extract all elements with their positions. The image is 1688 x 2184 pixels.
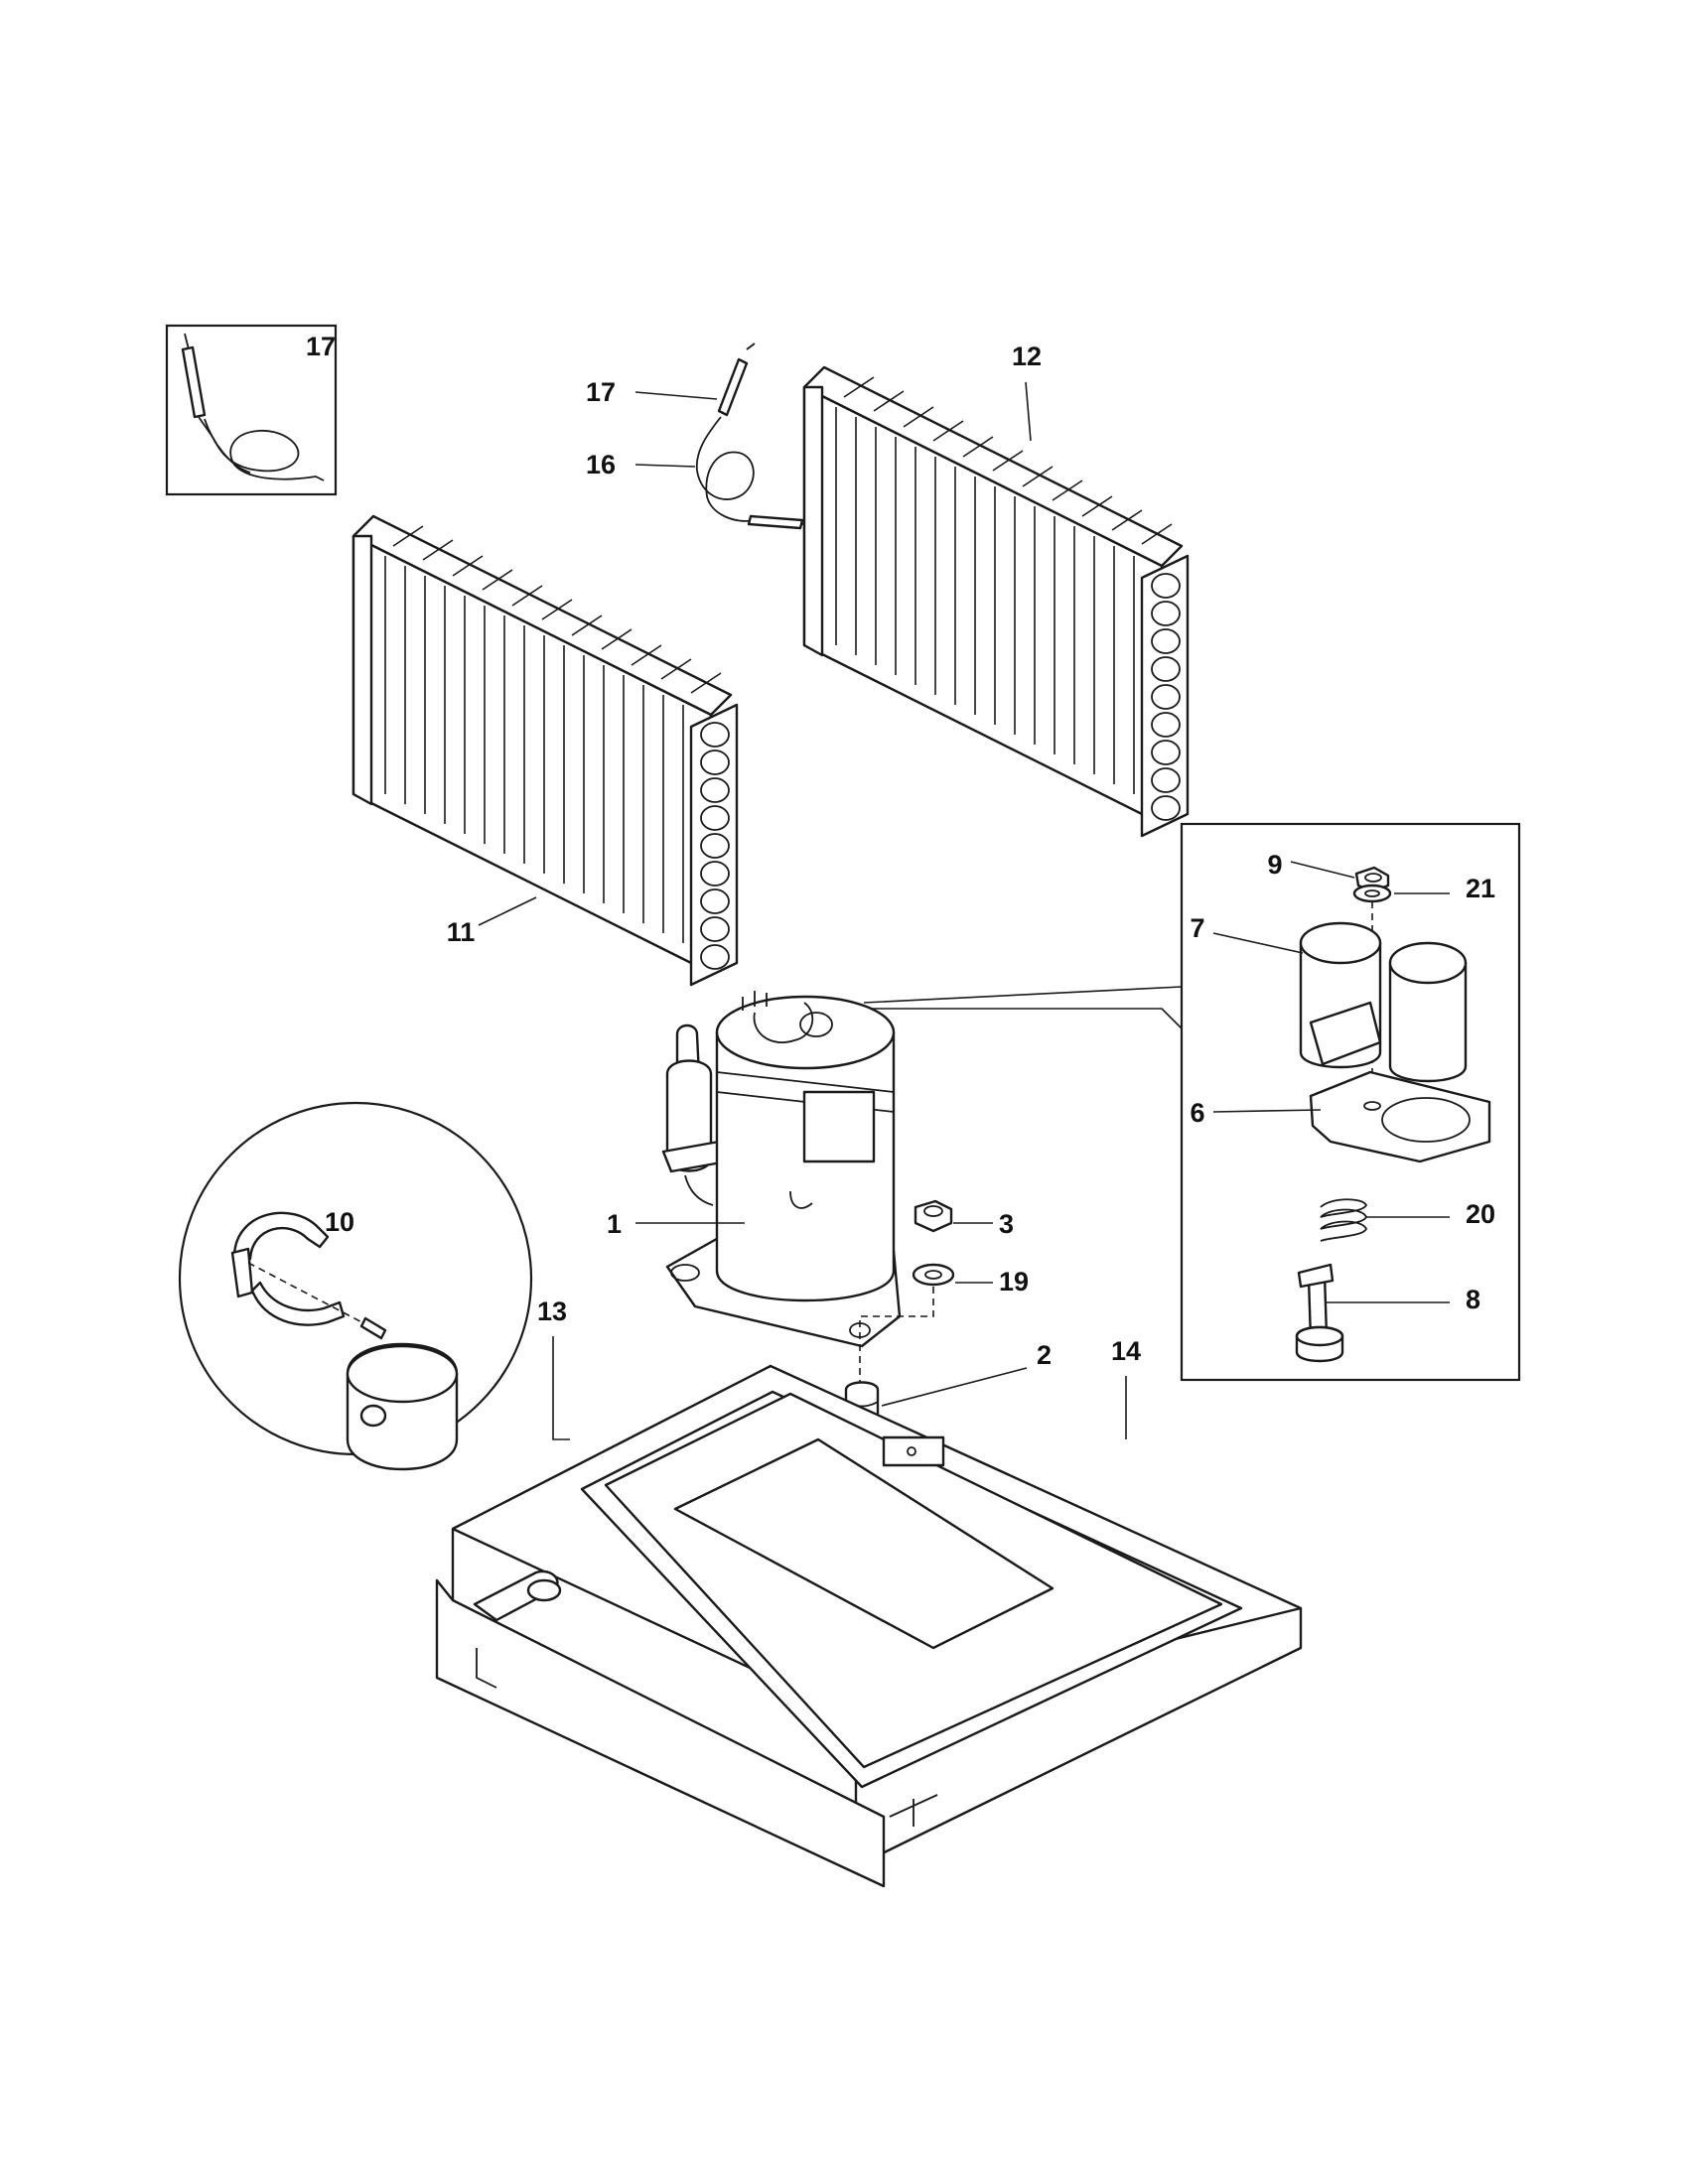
callout-11: 11	[447, 917, 476, 947]
callout-20: 20	[1466, 1199, 1495, 1229]
callout-21: 21	[1466, 874, 1495, 903]
callout-13: 13	[537, 1297, 567, 1326]
inset-capillary-tube	[165, 324, 338, 496]
washer-21	[1352, 884, 1392, 903]
clamp-screw	[359, 1316, 387, 1340]
callout-2: 2	[1037, 1340, 1052, 1370]
inset-frame-terminal	[1180, 822, 1521, 1382]
condenser-fins	[835, 376, 1173, 794]
capillary-tube-17	[717, 357, 749, 417]
mounting-stud-8	[1295, 1263, 1344, 1363]
nut-3	[914, 1199, 953, 1233]
washer-19	[912, 1263, 955, 1287]
clamp-10	[232, 1211, 330, 1261]
evaporator-coil	[352, 514, 739, 987]
compressor	[661, 991, 902, 1348]
callout-12: 12	[1012, 341, 1042, 371]
evaporator-return-bends	[700, 722, 730, 970]
callout-1: 1	[607, 1209, 622, 1239]
condenser-return-bends	[1151, 573, 1181, 821]
mount-alignment-line	[859, 1287, 934, 1400]
evaporator-fins	[384, 525, 722, 943]
condenser-coil	[802, 365, 1190, 838]
base-pan-13	[435, 1570, 938, 1888]
leader-lines	[478, 381, 1450, 1440]
callout-6: 6	[1190, 1098, 1204, 1128]
callout-17: 17	[586, 377, 616, 407]
callout-14: 14	[1111, 1336, 1141, 1366]
callout-19: 19	[999, 1267, 1029, 1297]
spring-20	[1320, 1198, 1368, 1242]
callout-3: 3	[999, 1209, 1014, 1239]
callout-17-inset: 17	[306, 332, 336, 361]
inset-frame-capillary	[165, 324, 338, 496]
callout-10: 10	[325, 1207, 354, 1237]
callout-7: 7	[1190, 913, 1204, 943]
inset-terminal-cover	[834, 822, 1521, 1382]
callout-8: 8	[1466, 1285, 1480, 1314]
base-pan-14	[451, 1364, 1303, 1868]
inset-clamp-circle	[178, 1101, 533, 1471]
callout-9: 9	[1267, 850, 1282, 880]
capillary-tube-body	[181, 345, 207, 419]
callout-16: 16	[586, 450, 616, 479]
terminal-bracket-6	[1309, 1070, 1491, 1163]
